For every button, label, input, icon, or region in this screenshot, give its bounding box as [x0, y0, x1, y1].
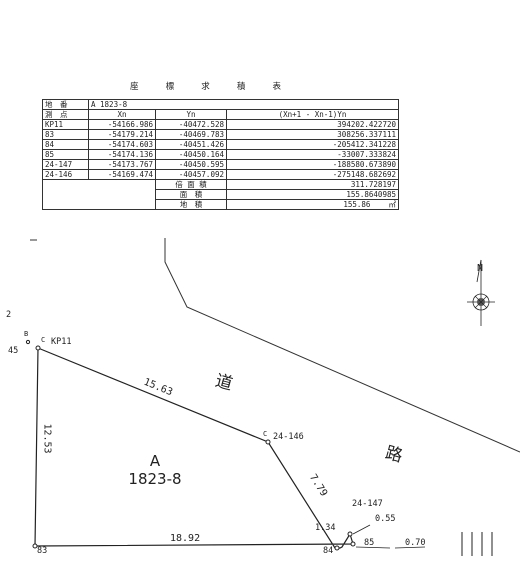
point-kp11-marker: [35, 345, 41, 351]
dim-84-85: 1.34: [315, 523, 336, 533]
land-area-value: 155.86: [343, 200, 371, 209]
lot-boundary: [34, 347, 354, 549]
left-label-45: 45: [8, 346, 19, 356]
offset-line: [352, 524, 371, 535]
table-row: 24-147 -54173.767 -40450.595 -188580.673…: [42, 159, 399, 170]
table-row: 84 -54174.603 -40451.426 -205412.341228: [42, 139, 399, 150]
north-arrow-icon: [467, 259, 495, 326]
p24-146-mark: C: [263, 430, 268, 438]
table-title: 座 標 求 積 表: [130, 82, 292, 92]
left-label-2: 2: [6, 310, 12, 320]
point-24-147-marker: [347, 531, 353, 537]
point-85-marker: [350, 541, 356, 547]
dim-85-24-147: 0.55: [375, 514, 396, 524]
offset-line: [355, 546, 391, 549]
point-24-146-marker: [265, 439, 271, 445]
summary-row: 倍 面 積 311.728197: [42, 179, 399, 210]
point-24-146-label: 24-146: [273, 432, 304, 442]
dim-right-edge: 0.70: [405, 538, 426, 548]
lot-number: 1823-8: [128, 470, 182, 488]
table-row: 83 -54179.214 -40469.783 308256.337111: [42, 129, 399, 140]
lot-letter: A: [149, 452, 161, 470]
point-85-label: 85: [364, 538, 375, 548]
point-84-marker: [334, 545, 340, 551]
kp11-mark: C: [41, 336, 46, 344]
point-24-147-label: 24-147: [352, 499, 383, 509]
offset-line: [394, 546, 426, 549]
road-boundary-line: [164, 238, 520, 453]
point-83-label: 83: [37, 546, 48, 556]
dim-83-84: 18.92: [170, 533, 201, 544]
table-row: KP11 -54166.986 -40472.528 394202.422720: [42, 119, 399, 130]
land-area-cell: 155.86 ㎡: [226, 199, 399, 210]
coordinate-area-table: 地 番 A 1823-8 測 点 Xn Yn (Xn+1 - Xn-1)Yn K…: [42, 99, 399, 210]
summary-blank: [42, 179, 156, 210]
north-label: N: [477, 263, 484, 274]
area-unit: ㎡: [388, 200, 397, 209]
point-83-marker: [32, 543, 38, 549]
b-mark: B: [24, 330, 29, 338]
point-84-label: 84: [323, 546, 334, 556]
summary-row: 地 積 155.86 ㎡: [43, 199, 399, 210]
point-kp11-label: KP11: [51, 337, 72, 347]
point-b-marker: [25, 339, 31, 345]
dim-kp11-83: 12.53: [41, 423, 53, 454]
